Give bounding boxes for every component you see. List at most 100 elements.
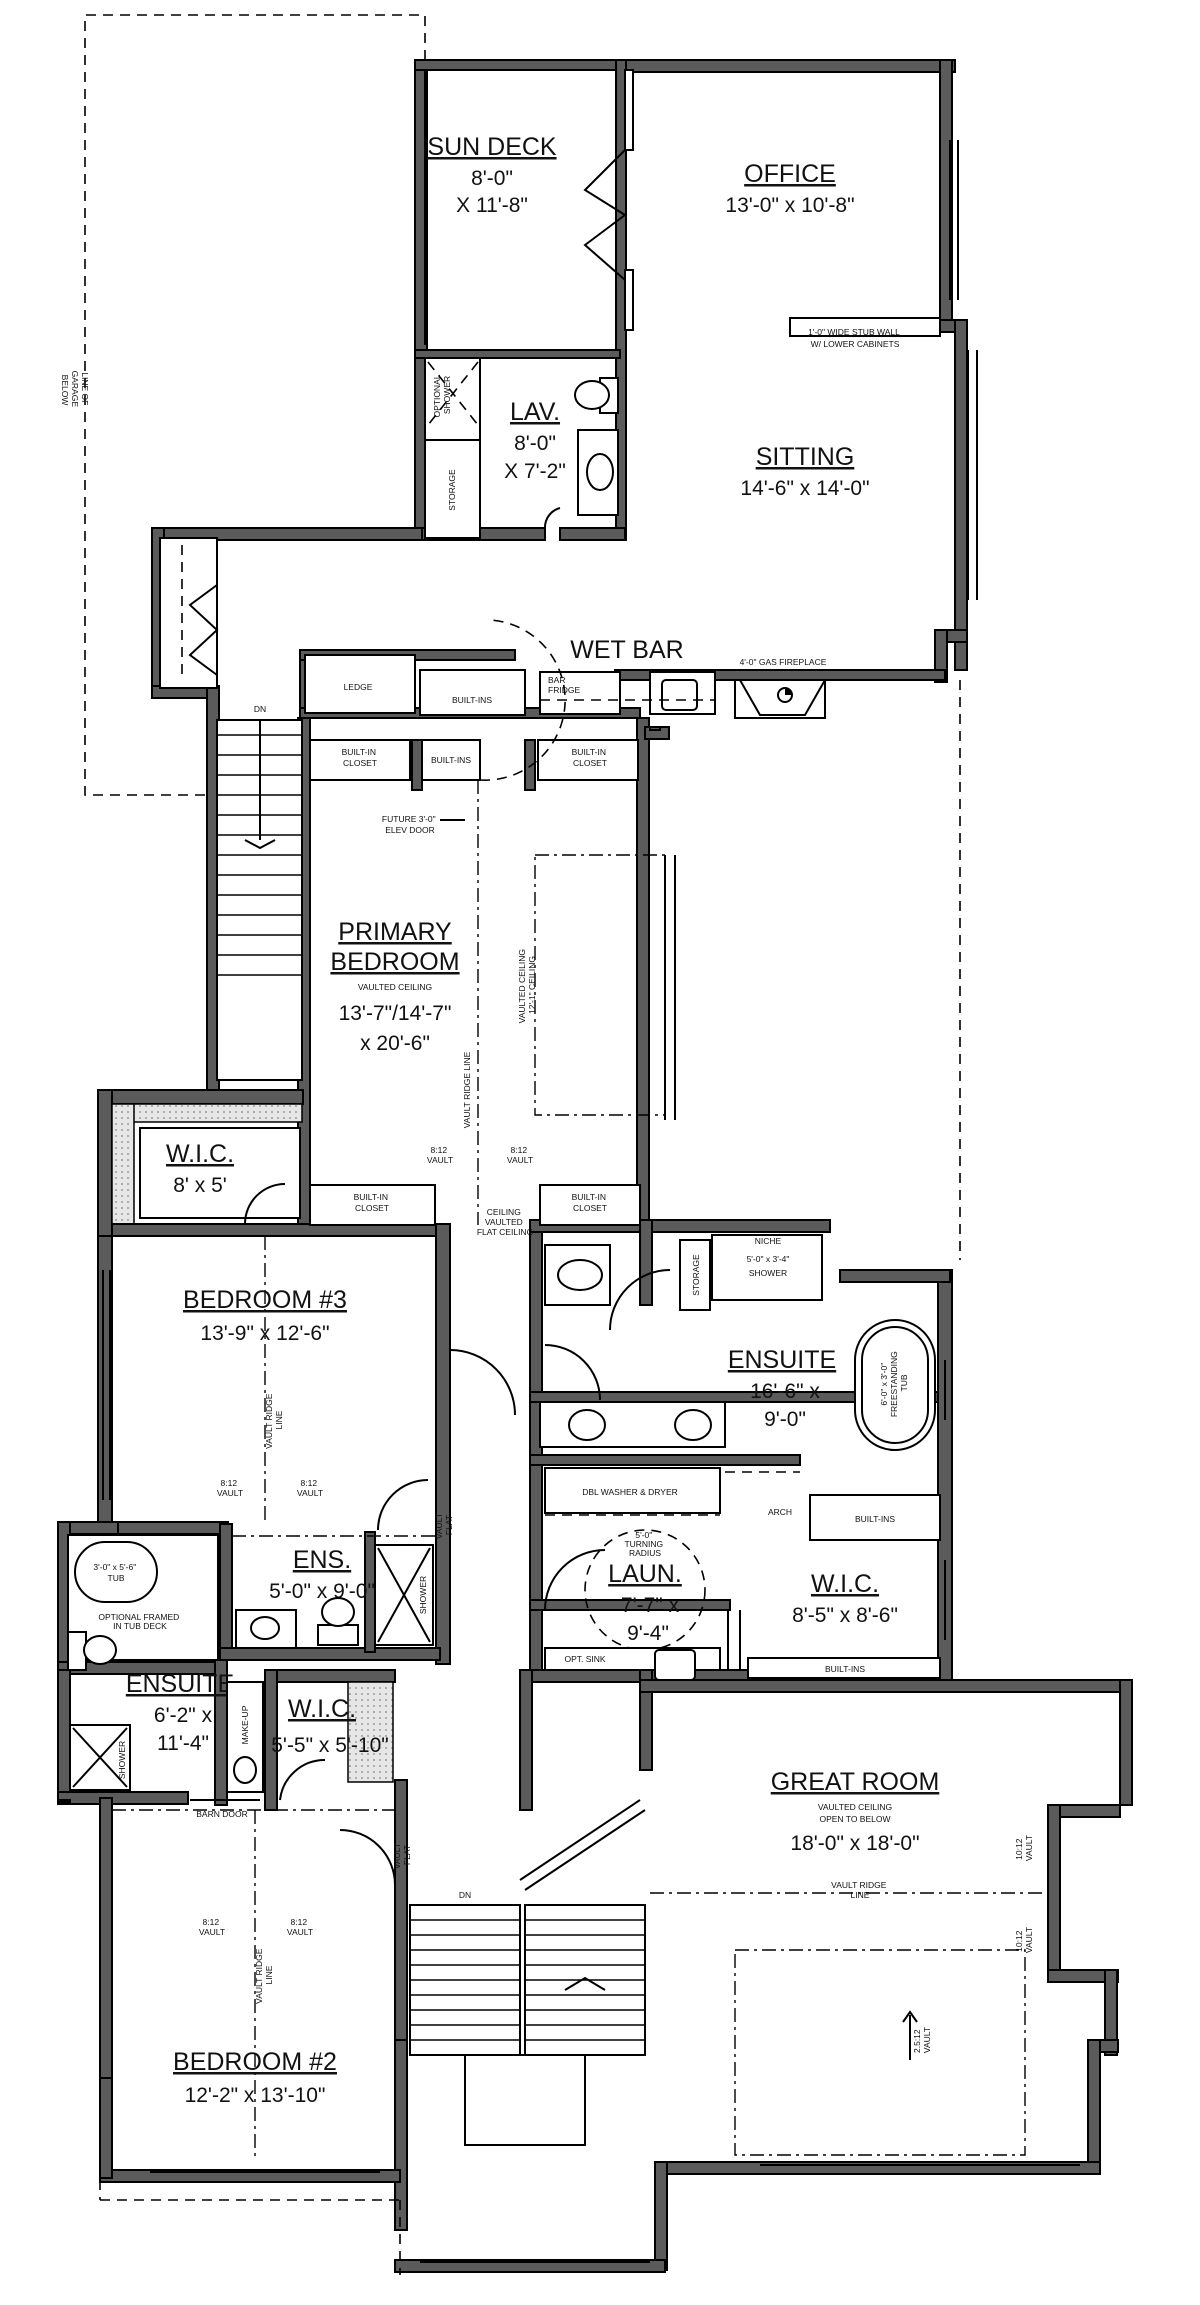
great-room-note1: VAULTED CEILING — [818, 1802, 892, 1812]
office-dim: 13'-0" x 10'-8" — [725, 194, 854, 217]
bedroom-2: 8:12 VAULT 8:12 VAULT VAULT RIDGE LINE B… — [99, 1809, 401, 2275]
stair-dn-label: DN — [254, 704, 266, 714]
primary-vaulted-note: VAULTED CEILING — [358, 982, 432, 992]
wet-bar-area: LEDGE BUILT-INS BAR FRIDGE WET BAR 4'-0"… — [304, 636, 961, 1260]
stub-wall-label: 1'-0" WIDE STUB WALL W/ LOWER CABINETS — [808, 327, 902, 349]
wic-primary-dim: 8'-5" x 8'-6" — [792, 1604, 898, 1627]
laundry-dim1: 7'-7" x — [621, 1594, 680, 1617]
turning-radius-label: 5'-0" TURNING RADIUS — [624, 1530, 665, 1558]
washer-dryer-label: DBL WASHER & DRYER — [582, 1487, 678, 1497]
optional-framed-label: OPTIONAL FRAMED IN TUB DECK — [98, 1612, 181, 1631]
lav-storage-label: STORAGE — [447, 469, 457, 511]
bedroom2-vault-ridge: VAULT RIDGE LINE — [254, 1946, 274, 2004]
tub-small-label: 3'-0" x 5'-6" TUB — [93, 1562, 138, 1583]
sun-deck-name: SUN DECK — [427, 133, 557, 161]
makeup-sink-icon — [233, 1756, 257, 1784]
gr-vault-ridge-label: VAULT RIDGE LINE — [831, 1880, 889, 1900]
sitting-name: SITTING — [756, 443, 855, 471]
ceiling-note: CEILING VAULTED FLAT CEILING — [477, 1207, 533, 1237]
ens-toilet-icon — [321, 1597, 355, 1627]
wic-top: W.I.C. 8' x 5' — [139, 1127, 301, 1225]
primary-bedroom-dim1: 13'-7"/14'-7" — [339, 1002, 452, 1025]
ens-dim: 5'-0" x 9'-0" — [269, 1580, 375, 1603]
garage-below-outline: LINE OF GARAGE BELOW — [60, 14, 426, 796]
primary-toilet-icon — [557, 1259, 603, 1291]
laundry-name: LAUN. — [608, 1560, 682, 1588]
vault-ridge-line-label: VAULT RIDGE LINE — [462, 1051, 472, 1128]
stair-treads-main-right — [525, 1919, 645, 2041]
built-ins-label-mid: BUILT-INS — [431, 755, 471, 765]
great-room-note2: OPEN TO BELOW — [819, 1814, 890, 1824]
wic2-dim: 5'-5" x 5'-10" — [271, 1734, 388, 1757]
wic-primary: BUILT-INS W.I.C. 8'-5" x 8'-6" BUILT-INS — [747, 1494, 941, 1679]
ensuite-dim2: 9'-0" — [764, 1408, 806, 1431]
barn-door-label: BARN DOOR — [196, 1809, 247, 1819]
pitch-right-primary: 8:12 VAULT — [507, 1145, 533, 1165]
built-in-closet-tr: BUILT-IN CLOSET — [572, 747, 609, 768]
shower-size-label: 5'-0" x 3'-4" — [747, 1254, 790, 1264]
bedroom2-name: BEDROOM #2 — [173, 2048, 337, 2076]
ens-sink-icon — [250, 1616, 280, 1640]
future-elev-label: FUTURE 3'-0" ELEV DOOR — [382, 814, 438, 835]
wic-2: W.I.C. 5'-5" x 5'-10" VAULT FLAT — [271, 1695, 412, 1886]
ensuite2-name: ENSUITE — [126, 1670, 234, 1698]
walls — [57, 59, 1133, 2273]
wic-primary-name: W.I.C. — [811, 1570, 879, 1598]
great-room-dim: 18'-0" x 18'-0" — [790, 1832, 919, 1855]
main-stair-dn: DN — [459, 1890, 471, 1900]
vault-flat-b2: VAULT FLAT — [392, 1841, 412, 1869]
lav-dim1: 8'-0" — [514, 432, 556, 455]
lav-name: LAV. — [510, 398, 560, 426]
built-ins-wic-bottom: BUILT-INS — [825, 1664, 865, 1674]
laundry-dim2: 9'-4" — [627, 1622, 669, 1645]
opt-sink-label: OPT. SINK — [564, 1654, 605, 1664]
primary-bedroom-name1: PRIMARY — [338, 918, 452, 946]
line-of-garage-label: LINE OF GARAGE BELOW — [60, 371, 90, 410]
pitch-left-primary: 8:12 VAULT — [427, 1145, 453, 1165]
ensuite2-toilet-icon — [83, 1635, 117, 1665]
sitting-dim: 14'-6" x 14'-0" — [740, 477, 869, 500]
vault-flat-b3: VAULT FLAT — [434, 1511, 454, 1539]
sun-deck-dim1: 8'-0" — [471, 167, 513, 190]
ensuite2-dim2: 11'-4" — [157, 1732, 209, 1755]
windows — [102, 140, 1080, 2263]
primary-ensuite: STORAGE NICHE 5'-0" x 3'-4" SHOWER 6'-0"… — [539, 1234, 936, 1451]
pitch-right-b3: 8:12 VAULT — [297, 1478, 323, 1498]
wet-bar-name: WET BAR — [570, 636, 683, 664]
office-name: OFFICE — [744, 160, 836, 188]
great-room-name: GREAT ROOM — [771, 1768, 940, 1796]
sink-icon — [586, 453, 614, 491]
bedroom3-vault-ridge: VAULT RIDGE LINE — [264, 1391, 284, 1449]
stair-main: DN — [409, 1799, 646, 2146]
freestanding-tub-label: 6'-0" x 3'-0" FREESTANDING TUB — [879, 1349, 909, 1417]
wic-top-name: W.I.C. — [166, 1140, 234, 1168]
laundry-sink-icon — [654, 1649, 696, 1681]
toilet-icon — [574, 380, 610, 410]
primary-bedroom-dim2: x 20'-6" — [360, 1032, 430, 1055]
primary-storage-label: STORAGE — [691, 1254, 701, 1296]
ens-small: ENS. 5'-0" x 9'-0" SHOWER — [232, 1535, 436, 1649]
optional-shower-label: OPTIONAL SHOWER — [432, 372, 452, 417]
lav-dim2: X 7'-2" — [504, 460, 566, 483]
great-room: GREAT ROOM VAULTED CEILING OPEN TO BELOW… — [650, 1768, 1045, 2156]
built-ins-wic-top: BUILT-INS — [855, 1514, 895, 1524]
built-in-closet-bl: BUILT-IN CLOSET — [354, 1192, 391, 1213]
pitch-1012-bottom: 10:12 VAULT — [1014, 1927, 1034, 1953]
bedroom3-dim: 13'-9" x 12'-6" — [200, 1322, 329, 1345]
ensuite2-shower-label: SHOWER — [117, 1741, 127, 1779]
office-sitting: OFFICE 13'-0" x 10'-8" 1'-0" WIDE STUB W… — [725, 160, 941, 500]
built-in-closet-br: BUILT-IN CLOSET — [572, 1192, 609, 1213]
bar-sink-icon — [661, 679, 698, 711]
bedroom3-name: BEDROOM #3 — [183, 1286, 347, 1314]
sun-deck: SUN DECK 8'-0" X 11'-8" — [424, 69, 634, 345]
pitch-right-b2: 8:12 VAULT — [287, 1917, 313, 1937]
stair-treads-main — [410, 1919, 520, 2041]
stair-upper: DN — [159, 537, 303, 1081]
primary-shower-label: SHOWER — [749, 1268, 787, 1278]
primary-bedroom-name2: BEDROOM — [330, 948, 459, 976]
ensuite-name: ENSUITE — [728, 1346, 836, 1374]
bedroom-3: BEDROOM #3 13'-9" x 12'-6" VAULT RIDGE L… — [112, 1235, 516, 1539]
vaulted-ceiling-label: VAULTED CEILING 12'-1" CEILING — [517, 947, 537, 1024]
ensuite-dim1: 16'-6" x — [750, 1380, 820, 1403]
